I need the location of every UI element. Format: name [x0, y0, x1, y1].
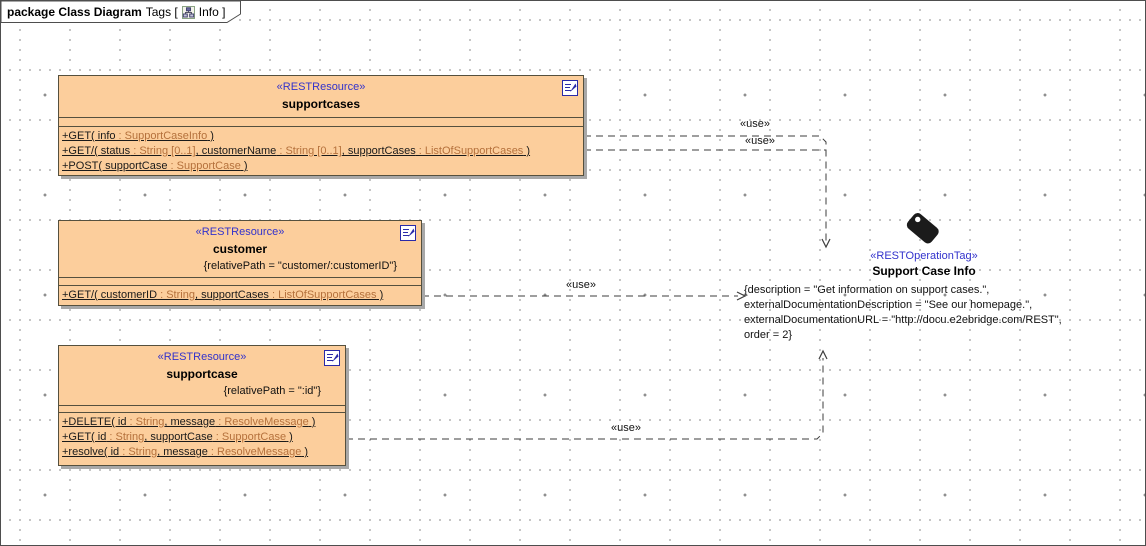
tag-values-block[interactable]: {description = "Get information on suppo…: [744, 283, 1062, 343]
tag-name: Support Case Info: [872, 264, 976, 278]
operation-text: +POST( supportCase: [62, 160, 168, 172]
class-title-compartment: «RESTResource» customer {relativePath = "c…: [59, 221, 421, 277]
diagram-name-label: Info ]: [198, 5, 226, 19]
use-dependency-customer-get-label[interactable]: «use»: [566, 279, 596, 291]
class-operations-compartment: +DELETE( id : String, message : ResolveM…: [59, 412, 345, 465]
operation-text: +GET( info: [62, 130, 116, 142]
operation-text: ): [240, 160, 248, 172]
use-dependency-supportcases-get-query-label[interactable]: «use»: [745, 135, 775, 147]
use-dependency-supportcase-get[interactable]: [346, 358, 824, 440]
operation-row[interactable]: +GET( id : String, supportCase : Support…: [59, 430, 345, 445]
operation-text: ): [308, 416, 316, 428]
use-dependency-supportcases-get-info-label[interactable]: «use»: [740, 118, 770, 130]
class-name: supportcases: [281, 97, 361, 111]
class-attributes-compartment: [59, 277, 421, 285]
operation-row[interactable]: +resolve( id : String, message : Resolve…: [59, 445, 345, 460]
tag-icon-hole: [915, 216, 921, 223]
tag-icon-body: [906, 213, 939, 244]
operation-text: , message: [164, 416, 216, 428]
diagram-tags-label: Tags [: [145, 5, 178, 19]
operation-type-text: : SupportCaseInfo: [115, 130, 208, 142]
operation-row[interactable]: +GET/( customerID : String, supportCases…: [59, 288, 421, 303]
use-dependency-supportcase-get-arrowhead: [818, 349, 828, 360]
operation-type-text: : ResolveMessage: [215, 416, 309, 428]
tag-stereotype: «RESTOperationTag»: [870, 250, 978, 262]
class-name: supportcase: [166, 367, 238, 381]
use-dependency-supportcases-get-info[interactable]: [584, 135, 827, 241]
class-diagram-icon: [181, 5, 195, 19]
tag-value-line: externalDocumentationURL = "http://docu.…: [744, 314, 1062, 326]
documentation-icon[interactable]: [562, 80, 578, 96]
class-title-compartment: «RESTResource» supportcase {relativePath =…: [59, 346, 345, 405]
operation-text: , customerName: [195, 145, 277, 157]
operation-text: , supportCases: [194, 289, 269, 301]
tag-value-line: {description = "Get information on suppo…: [744, 284, 990, 296]
use-dependency-supportcases-get-info-arrowhead: [821, 238, 831, 249]
class-operations-compartment: +GET/( customerID : String, supportCases…: [59, 285, 421, 305]
documentation-icon[interactable]: [400, 225, 416, 241]
operation-text: +GET/( status: [62, 145, 131, 157]
tag-value-line: order = 2}: [744, 329, 793, 341]
tag-value-line: externalDocumentationDescription = "See …: [744, 299, 1033, 311]
use-dependency-customer-get-arrowhead: [736, 291, 747, 301]
operation-type-text: : ListOfSupportCases: [268, 289, 377, 301]
class-box-customer[interactable]: «RESTResource» customer {relativePath = "c…: [58, 220, 422, 306]
operation-text: ): [301, 446, 309, 458]
operation-type-text: : String: [106, 431, 145, 443]
operation-text: ): [207, 130, 214, 142]
operation-text: ): [523, 145, 531, 157]
class-name: customer: [212, 242, 268, 256]
class-stereotype: «RESTResource»: [157, 351, 247, 363]
operation-row[interactable]: +POST( supportCase : SupportCase ): [59, 159, 583, 174]
operation-text: ): [286, 431, 293, 443]
operation-type-text: : String: [126, 416, 165, 428]
operation-type-text: : String: [157, 289, 195, 301]
rest-operation-tag-element[interactable]: «RESTOperationTag» Support Case Info: [804, 249, 1044, 280]
operation-row[interactable]: +DELETE( id : String, message : ResolveM…: [59, 415, 345, 430]
class-box-supportcases[interactable]: «RESTResource» supportcases +GET( info : S…: [58, 75, 584, 176]
tag-icon[interactable]: [897, 206, 947, 252]
documentation-icon[interactable]: [324, 350, 340, 366]
operation-row[interactable]: +GET( info : SupportCaseInfo ): [59, 129, 583, 144]
operation-text: , message: [157, 446, 208, 458]
operation-type-text: : ResolveMessage: [207, 446, 302, 458]
class-stereotype: «RESTResource»: [276, 81, 366, 93]
header-tab-shape: [1, 1, 241, 23]
operation-type-text: : String: [119, 446, 158, 458]
use-dependency-supportcase-get-label[interactable]: «use»: [611, 422, 641, 434]
operation-type-text: : ListOfSupportCases: [415, 145, 524, 157]
diagram-kind-label: package Class Diagram: [7, 5, 142, 19]
operation-text: ): [376, 289, 384, 301]
class-attributes-compartment: [59, 117, 583, 126]
operation-text: +GET/( customerID: [62, 289, 158, 301]
class-constraint: {relativePath = ":id"}: [223, 385, 321, 397]
diagram-frame-header: package Class Diagram Tags [ Info ]: [7, 4, 225, 20]
class-stereotype: «RESTResource»: [195, 226, 285, 238]
operation-row[interactable]: +GET/( status : String [0..1], customerN…: [59, 144, 583, 159]
operation-type-text: : SupportCase: [167, 160, 241, 172]
operation-text: +DELETE( id: [62, 416, 127, 428]
class-title-compartment: «RESTResource» supportcases: [59, 76, 583, 117]
operation-text: , supportCases: [341, 145, 416, 157]
operation-type-text: : SupportCase: [212, 431, 287, 443]
operation-type-text: : String [0..1]: [130, 145, 196, 157]
class-operations-compartment: +GET( info : SupportCaseInfo )+GET/( sta…: [59, 126, 583, 175]
diagram-frame-header-tab[interactable]: [1, 1, 243, 24]
class-box-supportcase[interactable]: «RESTResource» supportcase {relativePath =…: [58, 345, 346, 466]
operation-text: +GET( id: [62, 431, 107, 443]
class-attributes-compartment: [59, 405, 345, 412]
operation-text: +resolve( id: [62, 446, 120, 458]
class-constraint: {relativePath = "customer/:customerID"}: [203, 260, 397, 272]
operation-type-text: : String [0..1]: [276, 145, 342, 157]
operation-text: , supportCase: [144, 431, 213, 443]
